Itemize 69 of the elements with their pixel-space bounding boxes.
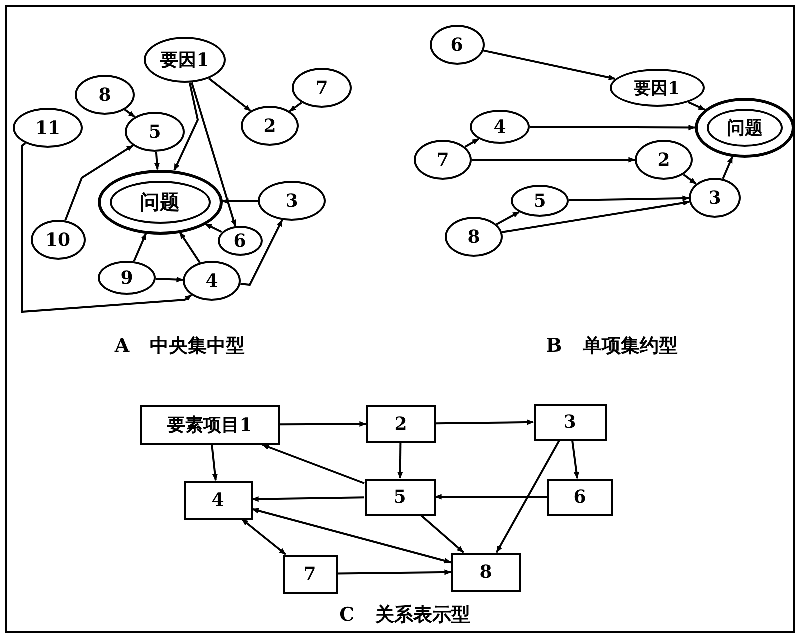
problem-double-ellipse: 问题 [98, 170, 222, 234]
factor-ellipse: 6 [218, 226, 262, 256]
arrow [496, 440, 560, 554]
arrow [262, 444, 365, 484]
problem-double-ellipse: 问题 [695, 98, 795, 158]
item-box: 7 [282, 554, 338, 594]
arrow [179, 232, 201, 264]
factor-ellipse: 5 [511, 185, 569, 217]
diagram-caption: C 关系表示型 [340, 603, 470, 628]
arrow [434, 494, 547, 500]
arrow [190, 82, 236, 227]
arrow [496, 211, 520, 226]
arrow [133, 233, 148, 262]
arrow [289, 102, 302, 112]
item-box: 2 [366, 405, 436, 443]
factor-ellipse: 10 [30, 220, 86, 260]
factor-ellipse: 9 [98, 261, 156, 295]
arrow [211, 444, 218, 482]
arrow [240, 220, 284, 286]
arrow [252, 508, 452, 564]
factor-ellipse: 7 [414, 140, 472, 180]
arrow [688, 101, 706, 111]
arrow [436, 420, 534, 426]
arrow [502, 200, 690, 234]
arrow [124, 109, 136, 118]
factor-ellipse: 8 [445, 217, 503, 257]
arrow [568, 196, 690, 202]
arrow [280, 421, 367, 428]
item-box: 要素项目1 [140, 405, 280, 445]
arrow [572, 440, 580, 480]
arrow [722, 156, 734, 180]
arrow [530, 124, 696, 131]
arrow [222, 198, 258, 204]
arrow [683, 174, 697, 185]
arrow [204, 223, 222, 233]
factor-ellipse: 8 [75, 75, 135, 115]
item-box: 6 [547, 478, 613, 516]
factor-ellipse: 要因1 [610, 69, 704, 107]
factor-ellipse: 3 [258, 181, 326, 221]
item-box: 8 [451, 552, 521, 592]
factor-ellipse: 2 [635, 140, 693, 180]
arrow [252, 496, 365, 502]
diagram-caption: B 单项集约型 [546, 334, 678, 359]
factor-ellipse: 5 [125, 112, 185, 152]
arrow [21, 142, 192, 314]
factor-ellipse: 2 [241, 106, 299, 146]
arrow [156, 276, 184, 283]
diagram-caption: A 中央集中型 [114, 334, 246, 359]
arrow [154, 152, 160, 170]
arrow [337, 570, 452, 576]
arrow [483, 50, 616, 80]
factor-ellipse: 7 [292, 68, 352, 108]
factor-ellipse: 4 [183, 261, 241, 301]
item-box: 4 [184, 480, 252, 520]
factor-ellipse: 3 [689, 178, 741, 218]
factor-ellipse: 11 [13, 108, 83, 148]
arrow [472, 157, 636, 163]
arrow [174, 82, 200, 172]
arrow [398, 442, 404, 480]
arrow [464, 138, 480, 148]
arrow [208, 78, 252, 112]
item-box: 5 [364, 478, 436, 516]
arrow [420, 514, 464, 554]
factor-ellipse: 要因1 [144, 37, 226, 83]
item-box: 3 [534, 404, 606, 440]
factor-ellipse: 4 [470, 110, 530, 144]
arrow [242, 518, 286, 556]
factor-ellipse: 6 [430, 25, 484, 65]
arrow [64, 144, 134, 222]
